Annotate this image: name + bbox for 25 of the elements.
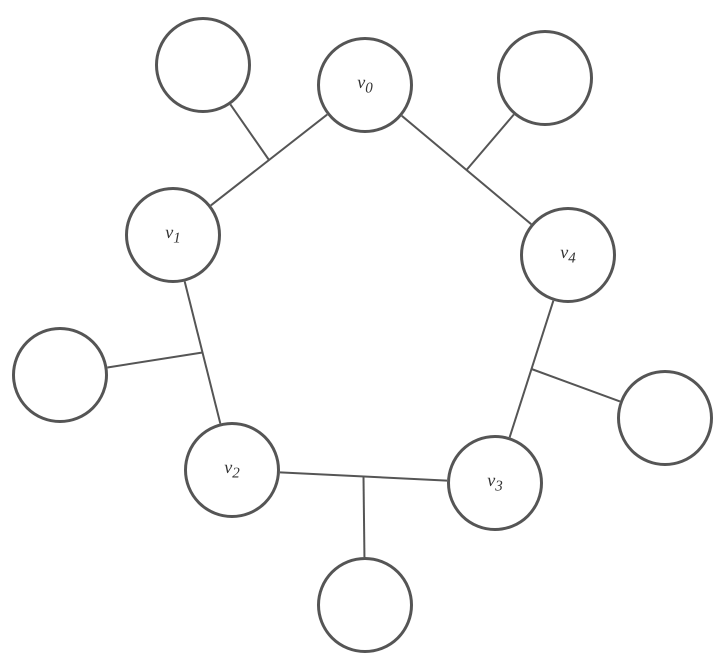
vertex-label: v$_{4}$ [560,242,576,268]
connector-line [230,104,270,161]
vertex-circle [125,187,221,283]
connector-line [280,471,448,482]
vertex-circle [184,422,280,518]
connector-line [531,368,620,402]
vertex-circle [317,37,413,133]
connector-line [362,476,366,558]
empty-circle [155,17,251,113]
empty-circle [617,370,713,466]
vertex-label: v$_{3}$ [487,470,503,496]
empty-circle [317,557,413,653]
vertex-circle [447,435,543,531]
vertex-circle [520,207,616,303]
connector-line [184,281,222,424]
empty-circle [497,30,593,126]
connector-line [466,114,515,171]
vertex-label: v$_{0}$ [357,72,373,98]
connector-line [508,300,554,438]
connector-line [107,352,203,368]
empty-circle [12,327,108,423]
connector-line [401,115,532,225]
connector-line [210,114,328,206]
vertex-label: v$_{1}$ [165,222,181,248]
vertex-label: v$_{2}$ [224,457,240,483]
